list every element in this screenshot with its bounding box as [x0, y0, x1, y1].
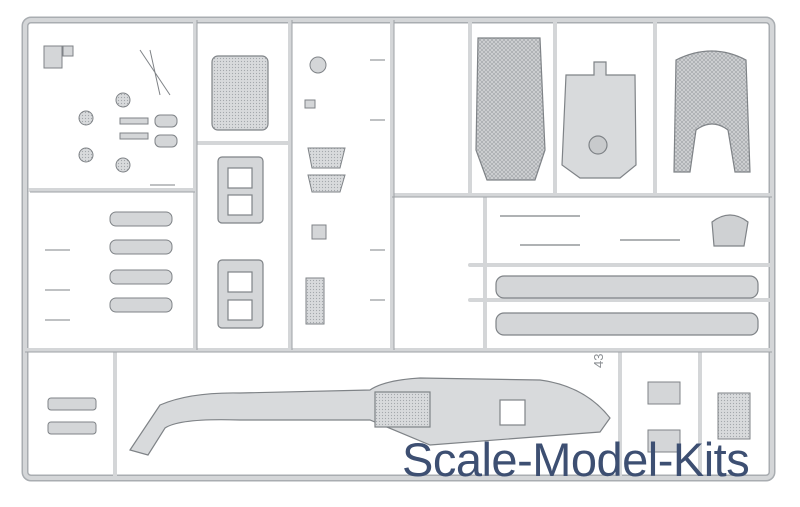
part-code-label: 43	[591, 354, 606, 368]
cylinder-parts	[45, 184, 175, 321]
fuselage-floor-parts	[475, 37, 751, 181]
sprue-frame	[21, 16, 776, 482]
fuselage-half	[129, 377, 611, 456]
watermark-text: Scale-Model-Kits	[402, 433, 750, 486]
runner-edges	[25, 20, 772, 353]
small-parts-top-left	[43, 45, 178, 173]
bottom-small-parts	[47, 381, 751, 453]
runners	[23, 18, 774, 480]
small-parts-middle	[304, 56, 385, 325]
panel-parts	[211, 55, 269, 329]
right-side-parts	[495, 214, 759, 336]
